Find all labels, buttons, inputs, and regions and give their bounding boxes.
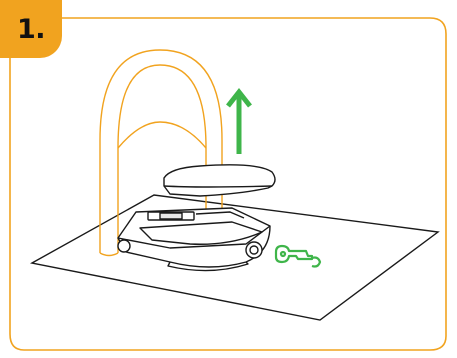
up-arrow-icon: [226, 87, 252, 154]
step-number-label: 1.: [16, 13, 46, 45]
lock-base: [117, 207, 271, 272]
key-icon: [274, 244, 322, 268]
step-frame: [9, 17, 447, 351]
step-number-badge: 1.: [0, 0, 62, 58]
shackle: [99, 49, 223, 257]
lock-lid: [163, 164, 276, 197]
